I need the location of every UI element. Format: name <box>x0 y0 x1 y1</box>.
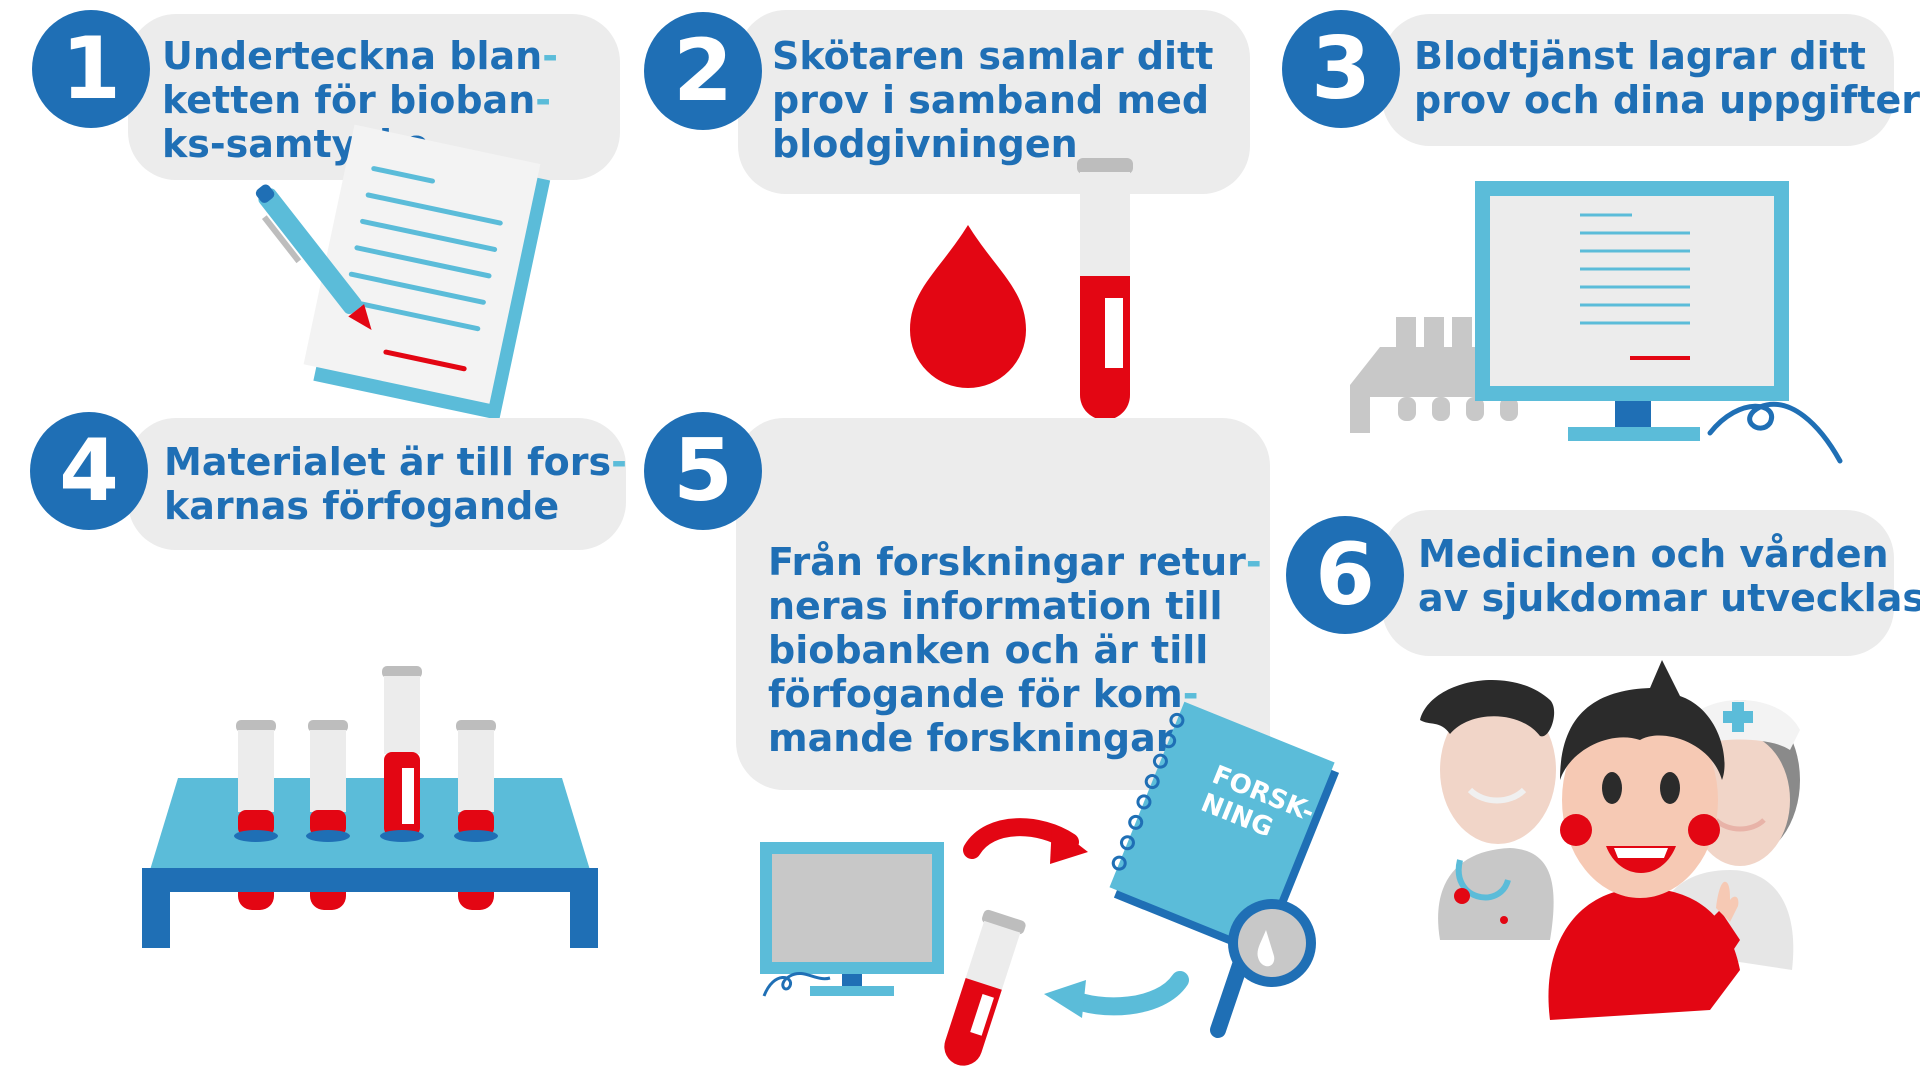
text-line: mande forskningar <box>768 716 1175 760</box>
text-line: Blodtjänst lagrar ditt <box>1414 34 1866 78</box>
text-line: ketten för bioban- <box>162 78 552 122</box>
doctor-icon <box>1420 679 1556 940</box>
step-2-number: 2 <box>644 12 762 130</box>
research-cycle-icon: FORSK- NING <box>760 701 1340 1066</box>
step-3-bubble <box>1382 14 1894 146</box>
step-6-bubble <box>1382 510 1894 656</box>
tube-icon <box>308 720 348 836</box>
step-4-bubble <box>128 418 626 550</box>
text-line: prov och dina uppgifter <box>1414 78 1920 122</box>
patient-icon <box>1548 660 1740 1020</box>
step-6-text: Medicinen och vården av sjukdomar utveck… <box>1418 532 1920 620</box>
step-5-text: Från forskningar retur- neras informatio… <box>768 540 1262 760</box>
test-tube-icon <box>1077 158 1133 420</box>
blood-drop-icon <box>910 225 1026 388</box>
blood-drop-and-test-tube-icon <box>910 158 1133 420</box>
step-2-text: Skötaren samlar ditt prov i samband med … <box>772 34 1213 166</box>
blue-arrow-icon <box>1061 971 1189 1016</box>
cable-icon <box>1707 401 1843 464</box>
research-notebook-icon: FORSK- NING <box>1109 701 1340 959</box>
text-line: biobanken och är till <box>768 628 1209 672</box>
step-2-bubble <box>738 10 1250 194</box>
step-1-text: Underteckna blan- ketten för bioban- ks-… <box>162 34 558 166</box>
text-line: Medicinen och vården <box>1418 532 1889 576</box>
text-line: av sjukdomar utvecklas <box>1418 576 1920 620</box>
step-4-text: Materialet är till fors- karnas förfogan… <box>164 440 627 528</box>
step-5-number: 5 <box>644 412 762 530</box>
text-line: Materialet är till fors- <box>164 440 627 484</box>
text-line: förfogande för kom- <box>768 672 1199 716</box>
signing-document-icon <box>255 124 551 421</box>
step-3-number: 3 <box>1282 10 1400 128</box>
tube-icon <box>456 720 496 836</box>
test-tube-rack-icon <box>142 666 598 948</box>
step-4-number: 4 <box>30 412 148 530</box>
text-line: blodgivningen <box>772 122 1078 166</box>
computer-and-storage-rack-icon <box>1350 181 1843 464</box>
doctor-patient-nurse-icon <box>1420 660 1800 1020</box>
step-1-number: 1 <box>32 10 150 128</box>
text-line: prov i samband med <box>772 78 1210 122</box>
step-3-text: Blodtjänst lagrar ditt prov och dina upp… <box>1414 34 1920 122</box>
step-6-number: 6 <box>1286 516 1404 634</box>
computer-monitor-icon <box>760 842 944 997</box>
text-line: neras information till <box>768 584 1223 628</box>
magnifier-icon <box>1210 899 1316 1038</box>
computer-monitor-icon <box>1475 181 1789 441</box>
test-tube-icon <box>944 909 1026 1066</box>
text-line: Från forskningar retur- <box>768 540 1262 584</box>
text-line: karnas förfogande <box>164 484 560 528</box>
text-line: Underteckna blan- <box>162 34 558 78</box>
tube-icon <box>236 720 276 836</box>
tube-icon <box>382 666 422 836</box>
text-line: Skötaren samlar ditt <box>772 34 1214 78</box>
